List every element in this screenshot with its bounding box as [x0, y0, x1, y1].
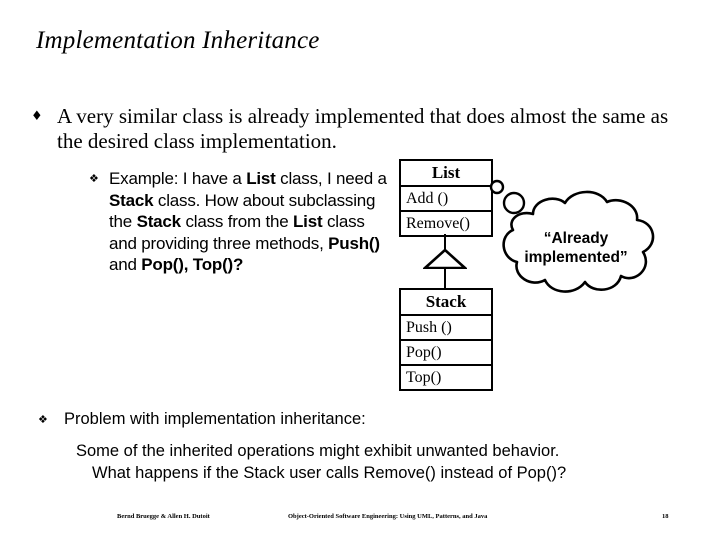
uml-class-stack: Stack Push () Pop() Top(): [399, 288, 493, 391]
footer-page-number: 18: [662, 513, 669, 520]
problem-detail-line-2: What happens if the Stack user calls Rem…: [92, 464, 567, 482]
generalization-line-upper: [444, 234, 446, 250]
diamond-bullet-problem-icon: ❖: [38, 413, 48, 426]
bullet-item-example: ❖ Example: I have a List class, I need a…: [89, 168, 389, 276]
footer-book-title: Object-Oriented Software Engineering: Us…: [288, 513, 488, 520]
uml-class-list: List Add () Remove(): [399, 159, 493, 237]
bullet-primary-text: A very similar class is already implemen…: [57, 104, 669, 153]
thought-bubble-line-1: “Already: [543, 230, 609, 247]
diamond-bullet-icon: ♦: [31, 109, 43, 124]
bullet-item-problem: ❖ Problem with implementation inheritanc…: [38, 408, 678, 431]
bullet-example-text: Example: I have a List class, I need a S…: [109, 168, 389, 276]
uml-class-stack-operation-pop: Pop(): [401, 341, 491, 366]
thought-bubble-icon: [489, 179, 655, 293]
bullet-example-segment-5: Stack: [136, 212, 182, 231]
bullet-example-segment-1: List: [246, 169, 276, 188]
bullet-example-segment-11: Pop(), Top()?: [141, 255, 244, 274]
bullet-example-segment-9: Push(): [328, 233, 380, 253]
bullet-example-segment-0: Example: I have a: [109, 169, 247, 188]
page-title: Implementation Inheritance: [36, 27, 320, 54]
generalization-triangle-icon: [423, 249, 467, 269]
bullet-example-segment-2: class, I need a: [275, 169, 387, 188]
problem-detail-line-1: Some of the inherited operations might e…: [76, 442, 560, 460]
footer-authors: Bernd Bruegge & Allen H. Dutoit: [117, 513, 210, 520]
thought-bubble-label: “Already implemented”: [508, 229, 644, 267]
uml-class-list-operation-remove: Remove(): [406, 215, 470, 232]
thought-bubble-line-2: implemented”: [524, 249, 628, 266]
uml-class-stack-operation-top: Top(): [406, 369, 442, 386]
bullet-example-segment-8: class and providing three methods,: [109, 212, 365, 253]
bullet-example-segment-7: List: [293, 212, 323, 231]
bullet-example-segment-10: and: [109, 255, 142, 274]
uml-class-stack-operation-push: Push (): [401, 316, 491, 341]
bullet-example-segment-6: class from the: [180, 212, 293, 231]
uml-class-stack-name: Stack: [401, 290, 491, 316]
generalization-line-lower: [444, 268, 446, 289]
bullet-item-primary: ♦ A very similar class is already implem…: [31, 104, 671, 154]
uml-class-list-name: List: [401, 161, 491, 187]
diamond-sub-bullet-icon: ❖: [89, 172, 99, 185]
uml-class-list-operation-add: Add (): [401, 187, 491, 212]
bullet-problem-text: Problem with implementation inheritance:: [64, 410, 366, 428]
bullet-example-segment-4: class. How about subclassing the: [109, 190, 376, 232]
bullet-example-segment-3: Stack: [109, 190, 154, 210]
